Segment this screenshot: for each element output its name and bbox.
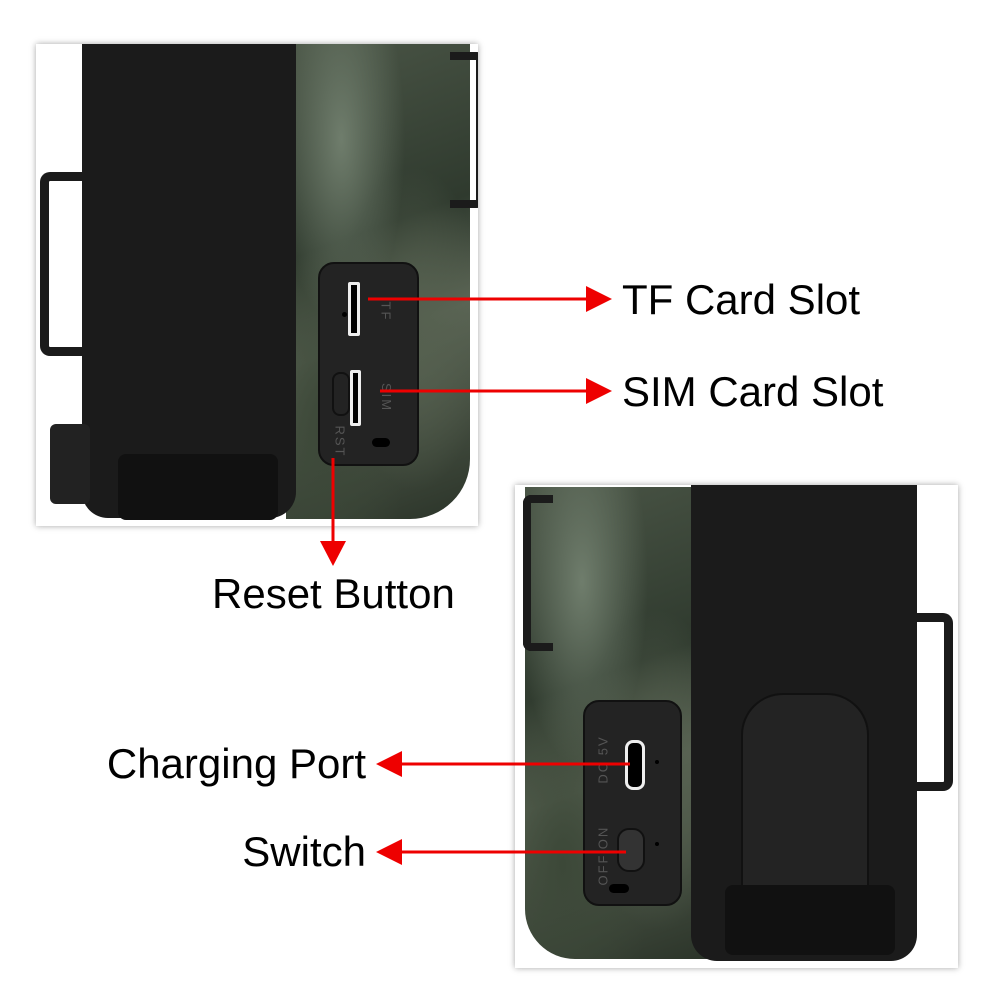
hinge [725, 885, 895, 955]
side-clip [907, 613, 953, 791]
belt-clip [743, 695, 867, 895]
top-view-panel: TF SIM RST [36, 44, 478, 526]
indicator-dot [342, 312, 347, 317]
tf-card-slot[interactable] [348, 282, 360, 336]
indicator-dot [655, 842, 659, 846]
reset-button-label: Reset Button [212, 570, 455, 617]
hinge-left [50, 424, 90, 504]
charging-port-label: Charging Port [106, 740, 366, 787]
hinge [118, 454, 278, 520]
reset-arrowhead [320, 541, 346, 566]
bottom-view-panel: DC 5V ON OFF [515, 485, 958, 968]
indicator-dot [655, 760, 659, 764]
side-clip [40, 172, 84, 356]
strap-loop [450, 52, 478, 208]
switch-arrowhead [376, 839, 402, 865]
tf-arrowhead [586, 286, 612, 312]
power-switch[interactable] [617, 828, 645, 872]
reset-button[interactable] [332, 372, 350, 416]
tf-card-slot-label: TF Card Slot [622, 276, 861, 323]
port-panel: DC 5V ON OFF [583, 700, 682, 906]
sim-card-slot[interactable] [350, 370, 361, 426]
lanyard-hole [609, 884, 629, 893]
charging-arrowhead [376, 751, 402, 777]
strap-loop [523, 495, 553, 651]
lanyard-hole [372, 438, 390, 447]
card-slot-panel: TF SIM RST [318, 262, 419, 466]
camera-back [82, 44, 296, 518]
sim-arrowhead [586, 378, 612, 404]
sim-card-slot-label: SIM Card Slot [622, 368, 884, 415]
switch-label: Switch [242, 828, 366, 875]
